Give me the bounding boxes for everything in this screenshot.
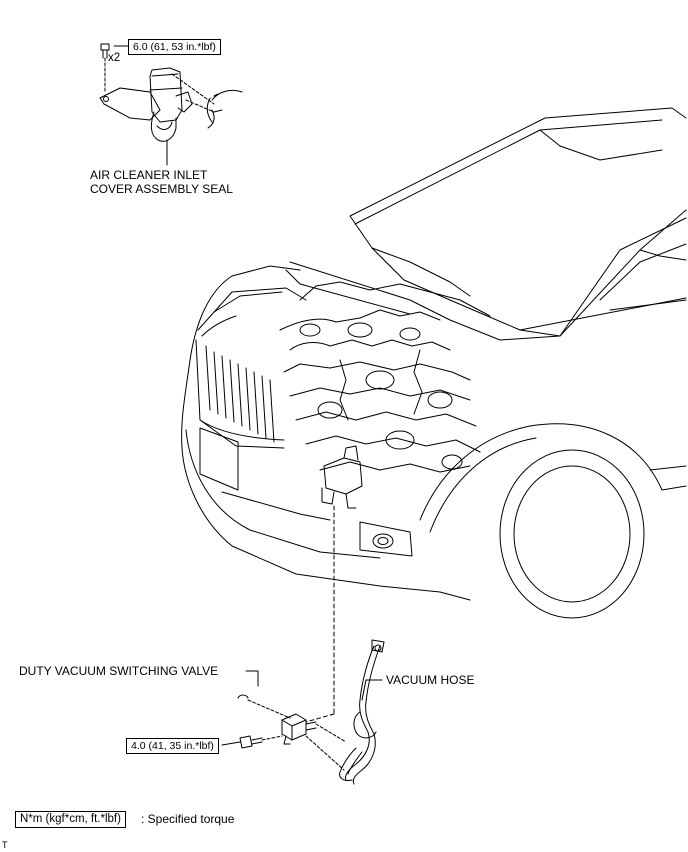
torque-legend-symbol: N*m (kgf*cm, ft.*lbf) xyxy=(15,811,126,828)
dvsv-label: DUTY VACUUM SWITCHING VALVE xyxy=(19,664,219,678)
torque-spec-bottom: 4.0 (41, 35 in.*lbf) xyxy=(126,738,219,754)
quantity-mark: x2 xyxy=(108,52,121,64)
vacuum-hose-illustration xyxy=(339,639,385,785)
air-cleaner-label-line1: AIR CLEANER INLET xyxy=(90,168,208,182)
dvsv-illustration xyxy=(237,670,347,771)
vehicle-illustration xyxy=(181,107,687,619)
air-cleaner-inlet-cover-illustration xyxy=(99,43,243,166)
vacuum-hose-label: VACUUM HOSE xyxy=(386,673,475,687)
torque-spec-top: 6.0 (61, 53 in.*lbf) xyxy=(128,39,221,55)
torque-legend-text: : Specified torque xyxy=(141,812,235,826)
corner-mark: T xyxy=(2,840,8,850)
air-cleaner-label-line2: COVER ASSEMBLY SEAL xyxy=(90,182,233,196)
